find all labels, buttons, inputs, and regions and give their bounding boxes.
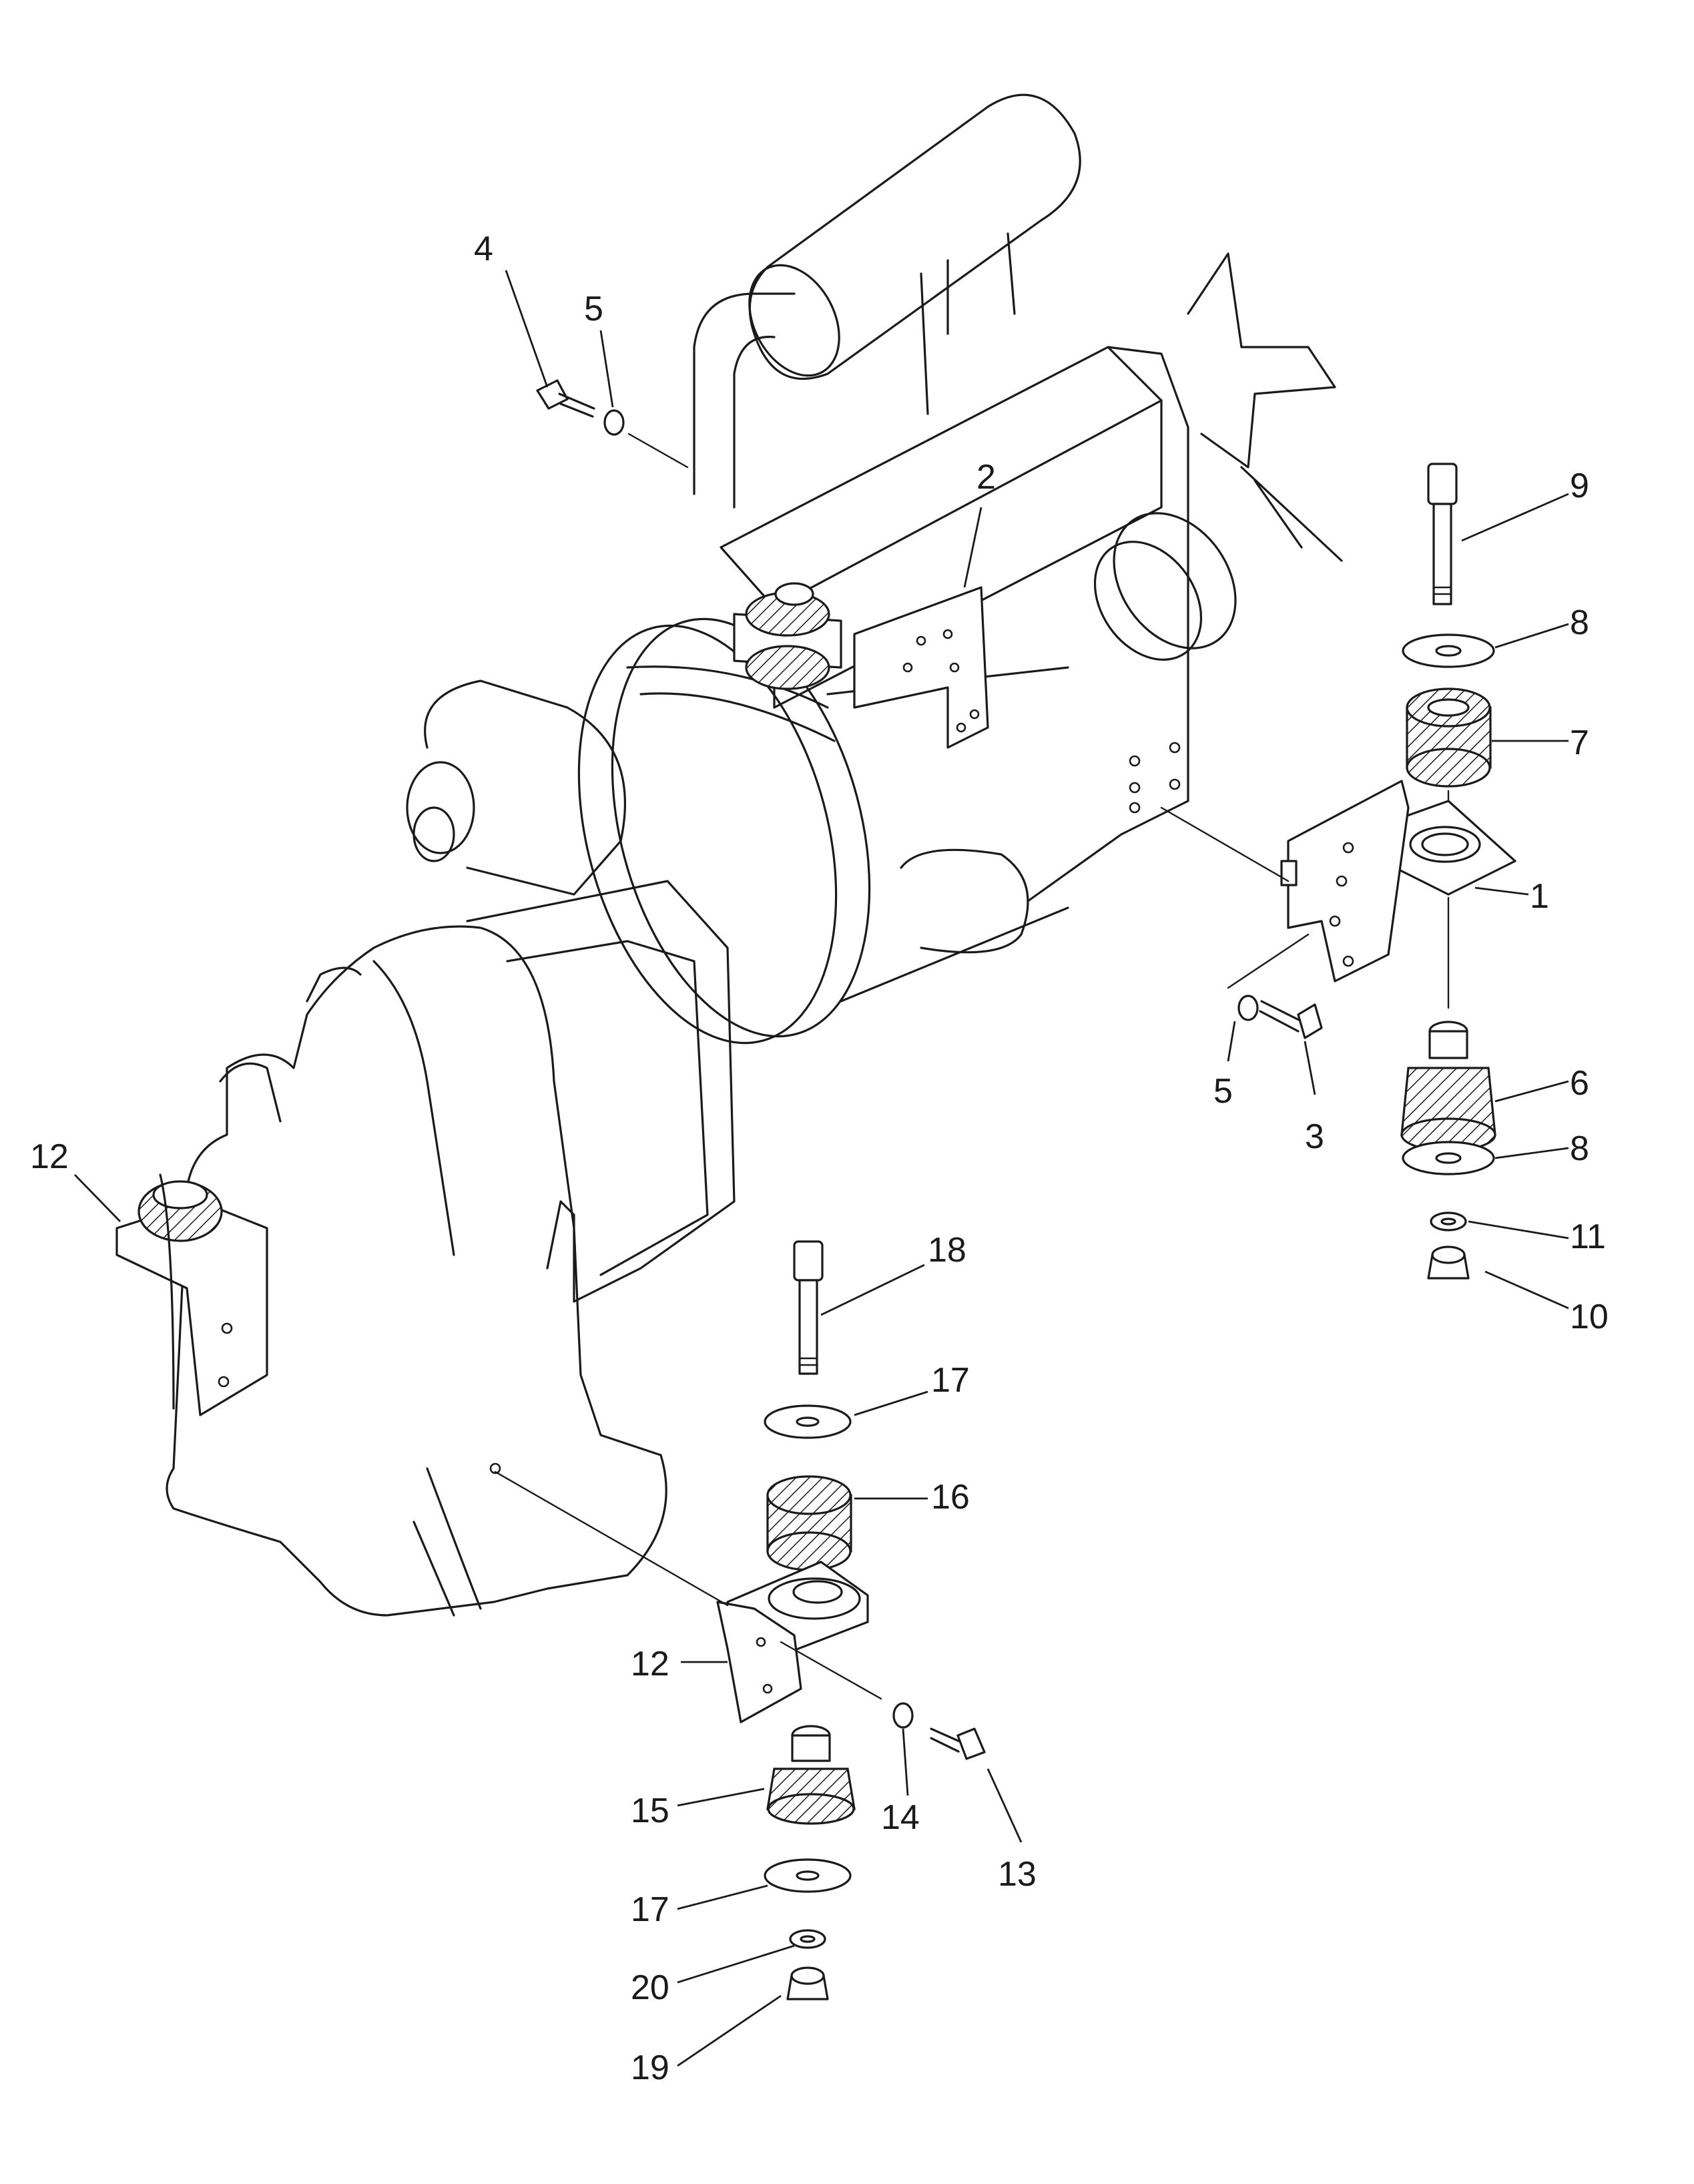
callout-14: 14 (881, 1798, 920, 1837)
callout-11: 11 (1570, 1217, 1606, 1256)
callout-17-top: 17 (931, 1361, 970, 1400)
callout-16: 16 (931, 1478, 970, 1517)
callout-1: 1 (1530, 877, 1549, 916)
callout-2: 2 (976, 458, 996, 497)
front-engine-mount-bracket (733, 582, 989, 749)
bolt-4-washer-5-group (536, 379, 689, 469)
transmission-mount-stack (494, 1240, 986, 2000)
callout-labels: 1 2 3 4 5 5 6 7 8 8 9 10 11 12 12 13 14 … (30, 230, 1609, 2087)
callout-10: 10 (1570, 1298, 1609, 1336)
transmission-assembly (166, 880, 736, 1617)
callout-9: 9 (1570, 467, 1589, 505)
callout-7: 7 (1570, 724, 1589, 762)
bolt-9-head (1427, 463, 1458, 505)
callout-leaders (73, 270, 1569, 2067)
engine-assembly (406, 93, 1343, 1045)
callout-6: 6 (1570, 1064, 1589, 1103)
callout-8-lower: 8 (1570, 1129, 1589, 1168)
callout-20: 20 (631, 1968, 669, 2007)
callout-8-top: 8 (1570, 603, 1589, 642)
callout-13: 13 (998, 1855, 1037, 1894)
callout-15: 15 (631, 1792, 669, 1830)
callout-17-lower: 17 (631, 1890, 669, 1929)
callout-5-lower: 5 (1213, 1072, 1233, 1111)
callout-18: 18 (928, 1231, 966, 1270)
callout-4: 4 (474, 230, 493, 268)
callout-12-left: 12 (30, 1137, 69, 1176)
callout-19: 19 (631, 2049, 669, 2087)
callout-3: 3 (1305, 1117, 1324, 1156)
callout-5-top: 5 (584, 290, 603, 328)
callout-12-lower: 12 (631, 1645, 669, 1683)
left-transmission-mount (115, 1173, 268, 1416)
rear-engine-mount-stack (1160, 463, 1516, 1280)
